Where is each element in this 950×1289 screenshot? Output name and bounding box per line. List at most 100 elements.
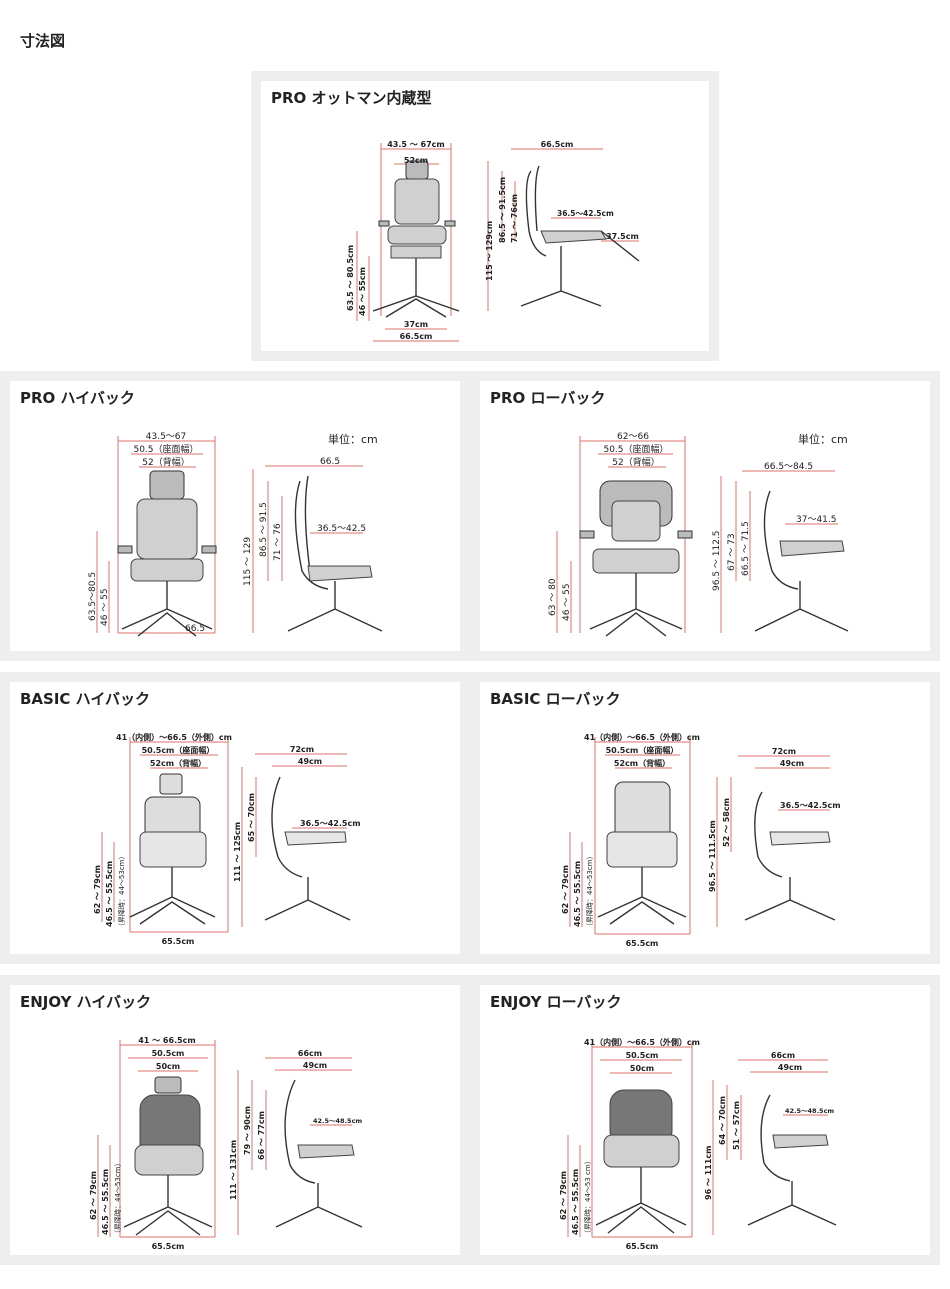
dim-seat-height-label: 46.5 ～ 55.5cm	[105, 861, 114, 927]
dim-back-width-label: 52cm（背幅）	[614, 758, 670, 768]
side-depth-outer-label: 66cm	[298, 1049, 322, 1058]
dim-base-outer-label: 66.5cm	[400, 332, 433, 341]
side-back1-label: 86.5 ～ 91.5cm	[498, 177, 507, 243]
side-total-height-label: 96.5 ～ 111.5cm	[708, 820, 717, 892]
dim-base-label: 65.5cm	[152, 1242, 185, 1251]
chair-side-figure	[287, 475, 383, 632]
side-back2-label: 71 ～ 76cm	[510, 194, 519, 243]
dim-seat-width-label: 50.5cm（座面幅）	[142, 745, 215, 755]
dimension-diagram: 41（内側）～66.5（外側）cm 50.5cm（座面幅） 52cm（背幅） 6…	[561, 732, 841, 948]
chair-front-figure	[595, 1089, 687, 1234]
panel-title: ENJOY ローバック	[490, 993, 622, 1011]
chair-side-figure	[264, 776, 351, 921]
panel-title: PRO ローバック	[490, 389, 606, 407]
dim-back-width-label: 52（背幅）	[142, 456, 189, 468]
dim-seat-height-label: 46 ～ 55	[562, 583, 572, 621]
chair-front-figure	[597, 781, 687, 925]
chair-side-figure	[275, 1079, 363, 1228]
side-seat-depth-label: 42.5～48.5cm	[313, 1117, 362, 1125]
side-seat-depth-label: 37～41.5	[796, 515, 837, 525]
dim-back-label: 52cm	[404, 156, 428, 165]
side-back1-label: 86.5 ～ 91.5	[259, 502, 269, 557]
dim-arm-height-label: 62 ～ 79cm	[559, 1171, 568, 1220]
side-depth-inner-label: 49cm	[780, 759, 804, 768]
side-back-label: 52 ～ 58cm	[722, 798, 731, 847]
dim-arm-height-label: 63.5 ～ 80.5cm	[346, 245, 355, 311]
panel-title: PRO ハイバック	[20, 389, 135, 407]
side-depth-outer-label: 66cm	[771, 1051, 795, 1060]
side-back-label: 65 ～ 70cm	[247, 793, 256, 842]
dim-arm-height-label: 63.5～80.5	[88, 572, 98, 621]
side-total-height-label: 115 ～ 129cm	[485, 221, 494, 281]
panel-pro-high: PRO ハイバック 単位：cm	[0, 371, 470, 661]
dim-base-label: 66.5	[185, 624, 205, 634]
dim-base-label: 65.5cm	[626, 1242, 659, 1251]
dim-seat-height-note: （昇降時：44～53 cm）	[583, 1157, 592, 1237]
chair-front-figure	[117, 470, 217, 637]
dim-seat-height-label: 46.5 ～ 55.5cm	[101, 1169, 110, 1235]
panel-enjoy-high: ENJOY ハイバック	[0, 975, 470, 1265]
dim-base-label: 65.5cm	[162, 937, 195, 946]
chair-front-figure	[129, 773, 216, 925]
panel-enjoy-low: ENJOY ローバック	[470, 975, 940, 1265]
dim-top-label: 41 ～ 66.5cm	[138, 1036, 196, 1045]
panel-pro-ottoman: PRO オットマン内蔵型	[251, 71, 719, 361]
chair-front-figure	[579, 480, 693, 637]
chair-side-figure	[744, 791, 836, 921]
page-title: 寸法図	[20, 32, 66, 50]
dim-top-label: 41（内側）～66.5（外側）cm	[584, 732, 700, 742]
dim-seat-height-note: （昇降時：44～53cm）	[585, 853, 594, 930]
panel-inner: BASIC ローバック	[480, 682, 930, 954]
dim-seat-width-label: 50.5cm	[626, 1051, 659, 1060]
side-total-height-label: 115 ～ 129	[243, 537, 253, 586]
side-depth-label: 66.5cm	[541, 140, 574, 149]
panel-title: ENJOY ハイバック	[20, 993, 152, 1011]
panel-basic-high: BASIC ハイバック	[0, 672, 470, 964]
dim-seat-height-label: 46.5 ～ 55.5cm	[571, 1169, 580, 1235]
dimension-diagram: 41（内側）～66.5（外側）cm 50.5cm（座面幅） 52cm（背幅） 6…	[93, 732, 361, 946]
dimension-lines-side	[487, 148, 639, 311]
dim-seat-height-label: 46 ～ 55cm	[358, 267, 367, 316]
chair-side-figure	[747, 1094, 837, 1226]
unit-label: 単位：cm	[798, 433, 848, 446]
dim-top-label: 41（内側）～66.5（外側）cm	[584, 1037, 700, 1047]
panel-inner: PRO ハイバック 単位：cm	[10, 381, 460, 651]
side-back2-label: 71 ～ 76	[273, 523, 283, 561]
side-back2-label: 66 ～ 77cm	[257, 1111, 266, 1160]
dimension-lines	[569, 737, 830, 935]
dim-seat-height-label: 46.5 ～ 55.5cm	[573, 861, 582, 927]
side-depth-inner-label: 49cm	[303, 1061, 327, 1070]
side-depth-outer-label: 72cm	[290, 745, 314, 754]
side-seat-depth-label: 36.5～42.5	[317, 524, 366, 534]
dim-seat-height-note: （昇降時：44～53cm）	[117, 853, 126, 930]
dimension-diagram: 41（内側）～66.5（外側）cm 50.5cm 50cm 62 ～ 79cm …	[559, 1037, 837, 1251]
side-back1-label: 67 ～ 73	[727, 533, 737, 571]
dimension-lines	[96, 436, 363, 634]
dim-arm-height-label: 63 ～ 80	[548, 578, 558, 616]
dim-seat-width-label: 50.5cm	[152, 1049, 185, 1058]
dim-back-width-label: 50cm	[630, 1064, 654, 1073]
dimension-diagram: 41 ～ 66.5cm 50.5cm 50cm 62 ～ 79cm 46.5 ～…	[89, 1036, 363, 1251]
dim-seat-height-label: 46 ～ 55	[100, 588, 110, 626]
side-total-height-label: 111 ～ 131cm	[229, 1140, 238, 1200]
side-total-height-label: 111 ～ 125cm	[233, 822, 242, 882]
side-ottoman-label: 37.5cm	[606, 232, 639, 241]
dim-top-label: 62～66	[617, 432, 649, 442]
chair-front-figure	[372, 160, 460, 318]
side-back1-label: 64 ～ 70cm	[718, 1096, 727, 1145]
side-depth-inner-label: 49cm	[298, 757, 322, 766]
panel-inner: ENJOY ローバック	[480, 985, 930, 1255]
dimension-lines	[97, 1040, 352, 1238]
dim-seat-width-label: 50.5（座面幅）	[603, 443, 668, 455]
side-back1-label: 79 ～ 90cm	[243, 1106, 252, 1155]
side-back2-label: 51 ～ 57cm	[732, 1101, 741, 1150]
dim-arm-height-label: 62 ～ 79cm	[89, 1171, 98, 1220]
dim-top-label: 43.5～67	[146, 432, 187, 442]
dim-back-width-label: 52（背幅）	[612, 456, 659, 468]
panel-inner: BASIC ハイバック	[10, 682, 460, 954]
panel-title: BASIC ハイバック	[20, 690, 151, 708]
panel-title: BASIC ローバック	[490, 690, 621, 708]
panel-inner: PRO ローバック 単位：cm	[480, 381, 930, 651]
side-back2-label: 66.5 ～ 71.5	[741, 521, 751, 576]
side-depth-label: 66.5	[320, 457, 340, 467]
